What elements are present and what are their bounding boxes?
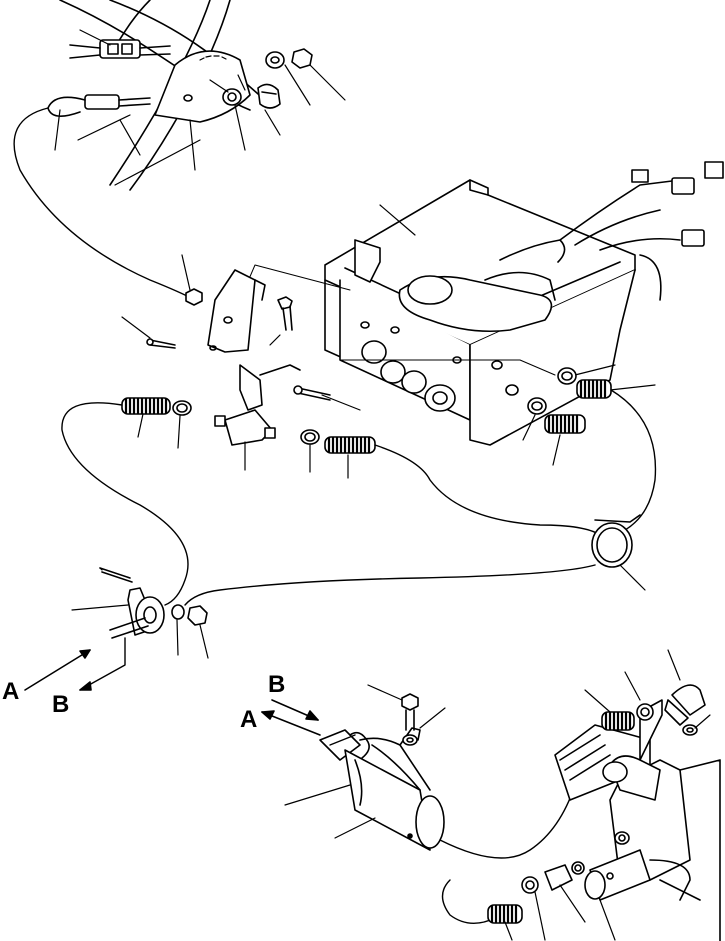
leader-lines-lower (284, 649, 711, 941)
valve (214, 409, 276, 446)
upper-direction-arrows (24, 637, 126, 691)
leader-hose-right (609, 384, 656, 391)
hose-loop-2 (374, 444, 601, 536)
valve-bolt (293, 385, 331, 401)
lever-cable-end-clamp (47, 94, 151, 117)
hose-loop-3 (610, 389, 657, 531)
cable-clamp-small (239, 364, 301, 411)
bracket-bolt-and-nut (146, 288, 293, 349)
lower-tube-fitting (584, 849, 691, 901)
leader-clamp-right (574, 364, 616, 376)
cable-cylinder (319, 727, 445, 851)
leader-box (379, 204, 416, 236)
wire-harness-connector (559, 161, 724, 301)
hose-springs (121, 379, 612, 454)
cable-end-fitting-upper (99, 567, 208, 639)
lower-hose-2 (441, 879, 496, 924)
hose-loop (61, 402, 189, 606)
view-label-a-lower: A (240, 706, 258, 733)
upper-connector-cable-clamp (69, 39, 171, 59)
view-label-b-upper: B (52, 691, 70, 718)
fuel-control-plate (154, 50, 251, 123)
elbow-tube (602, 755, 661, 801)
lever-washer-nut-knob (222, 48, 313, 109)
large-hose-clamp (591, 514, 641, 568)
hose-clamps (172, 367, 577, 445)
lower-right-housing (554, 699, 721, 941)
control-valve-box (324, 179, 636, 446)
fuel-control-cable-upper (13, 107, 196, 301)
hose-loop-4 (184, 564, 596, 606)
cylinder-bolt-washer (401, 693, 419, 746)
view-label-a-upper: A (2, 678, 20, 705)
lower-direction-arrows (261, 699, 321, 736)
view-label-b-lower: B (268, 671, 286, 698)
cable-bracket (207, 269, 266, 353)
cylinder-shaft (329, 734, 356, 746)
leader-lines-upper (54, 29, 646, 659)
